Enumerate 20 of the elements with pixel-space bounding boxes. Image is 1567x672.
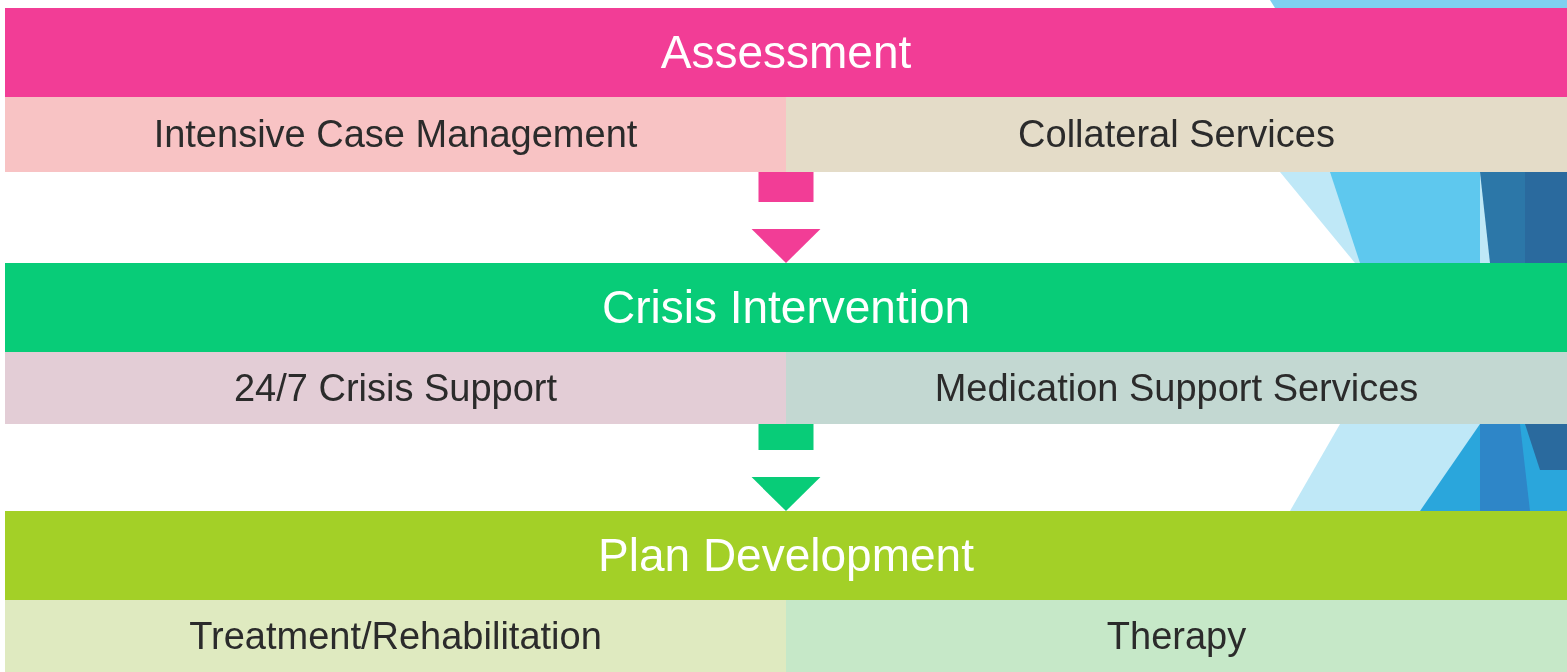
- service-label: Treatment/Rehabilitation: [189, 614, 602, 658]
- service-box: [786, 352, 1567, 424]
- stage-title: Plan Development: [598, 528, 974, 582]
- down-arrow: [751, 424, 821, 511]
- service-label: Intensive Case Management: [153, 113, 638, 156]
- service-label: Therapy: [1106, 614, 1247, 658]
- service-label: 24/7 Crisis Support: [233, 366, 558, 410]
- service-box: [786, 97, 1567, 172]
- stage-title: Crisis Intervention: [601, 280, 971, 334]
- service-box: [5, 600, 786, 672]
- stage-panel: [5, 263, 1567, 424]
- service-box: [5, 352, 786, 424]
- down-arrow: [751, 172, 821, 263]
- stage-panel: [5, 511, 1567, 672]
- service-box: [5, 97, 786, 172]
- service-label: Medication Support Services: [934, 366, 1419, 410]
- service-label: Collateral Services: [1018, 113, 1335, 156]
- service-box: [786, 600, 1567, 672]
- stage-title: Assessment: [660, 25, 912, 79]
- stage-panel: [5, 8, 1567, 172]
